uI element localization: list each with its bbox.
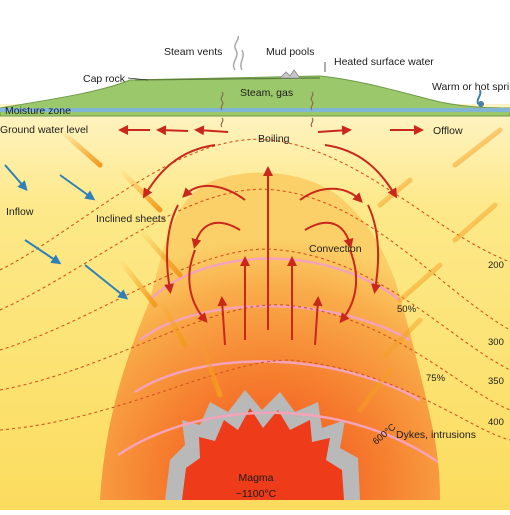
steam-vent-icon — [232, 35, 244, 71]
arrow-down-left-2 — [188, 249, 208, 324]
label-convection: Convection — [309, 243, 362, 255]
arrow-h-left-1 — [194, 125, 229, 136]
arrow-down-left — [164, 204, 179, 294]
arrow-outer-right — [324, 144, 398, 199]
label-inflow: Inflow — [6, 206, 34, 218]
magma-chamber — [182, 408, 344, 500]
steam-wiggles — [220, 91, 314, 128]
label-pct-75: 75% — [426, 373, 446, 384]
label-magma-temp: ~1100°C — [236, 488, 277, 500]
isotherm-arc-1 — [149, 257, 401, 302]
label-offlow: Offlow — [433, 125, 463, 137]
arrow-up-left-2 — [217, 296, 228, 346]
inflow-arrows — [4, 164, 129, 300]
dashed-isotherms — [0, 138, 510, 441]
label-mud-pools: Mud pools — [266, 46, 314, 58]
inclined-sheets — [57, 127, 503, 413]
label-iso-350: 350 — [488, 376, 504, 387]
label-dykes-intrusions: Dykes, intrusions — [396, 429, 476, 441]
surface-water-line — [0, 108, 510, 112]
label-iso-200: 200 — [488, 260, 504, 271]
arrow-outer-left — [142, 144, 216, 199]
convection-arrows — [118, 125, 424, 346]
mud-pool-icon — [279, 69, 301, 79]
arrow-loop-top-left — [182, 184, 246, 201]
arrow-down-right — [367, 204, 381, 294]
label-ground-water-level: Ground water level — [0, 124, 88, 136]
leader-lines — [127, 62, 326, 81]
isotherm-arc-4 — [117, 411, 439, 464]
label-iso-300: 300 — [488, 337, 504, 348]
label-warm-hot-spring: Warm or hot spri — [432, 81, 509, 93]
label-inclined-sheets: Inclined sheets — [96, 213, 166, 225]
arrow-h-right-1 — [317, 125, 352, 136]
label-iso-400: 400 — [488, 417, 504, 428]
isotherm-arc-2 — [139, 305, 411, 342]
arrow-up-right-2 — [312, 296, 323, 346]
label-pct-50: 50% — [397, 304, 417, 315]
label-steam-gas: Steam, gas — [240, 87, 293, 99]
label-steam-vents: Steam vents — [164, 46, 222, 58]
label-heated-surface-water: Heated surface water — [334, 56, 434, 68]
dashed-isotherm-5 — [0, 359, 510, 441]
heat-plume — [100, 172, 440, 500]
arrow-loop-mid-right — [304, 221, 354, 249]
label-cap-rock: Cap rock — [83, 73, 126, 85]
arrow-loop-top-right — [299, 187, 363, 203]
label-boiling: Boiling — [258, 133, 290, 145]
arrow-h-left-2 — [156, 125, 189, 136]
surface-hill — [0, 75, 510, 117]
dashed-isotherm-1 — [0, 138, 510, 271]
arrow-loop-mid-left — [191, 221, 241, 249]
dashed-isotherm-2 — [0, 188, 510, 331]
label-moisture-zone: Moisture zone — [5, 105, 71, 117]
hot-spring-icon — [476, 89, 484, 107]
dashed-isotherm-3 — [0, 248, 510, 371]
arrow-down-right-2 — [339, 249, 358, 324]
label-magma: Magma — [238, 472, 273, 484]
